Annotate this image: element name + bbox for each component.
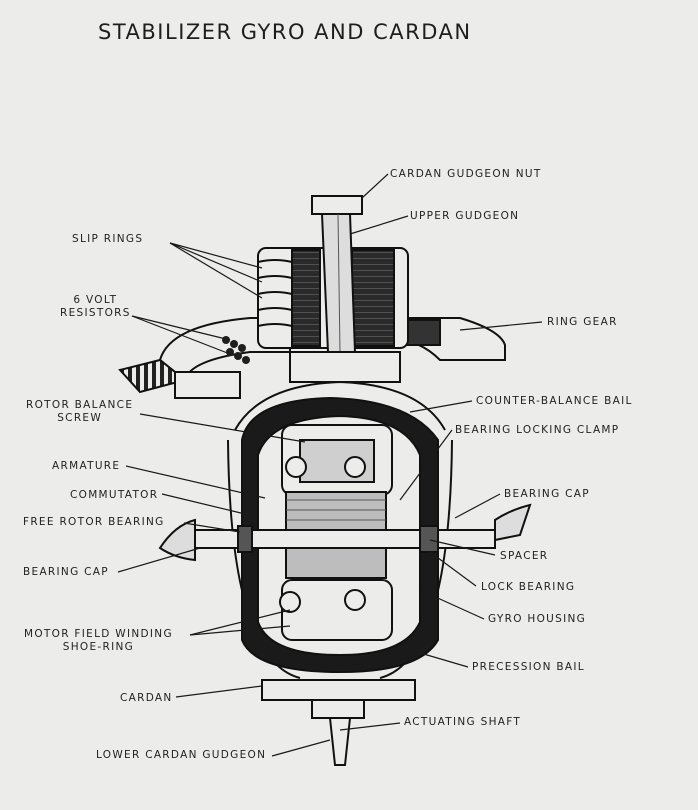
cardan-housing bbox=[227, 351, 453, 701]
slip-ring-assembly bbox=[257, 247, 409, 349]
label-ring-gear: RING GEAR bbox=[547, 316, 618, 328]
label-free-rotor-bearing: FREE ROTOR BEARING bbox=[23, 516, 165, 528]
label-rotor-balance-line2: SCREW bbox=[57, 412, 103, 424]
label-spacer: SPACER bbox=[500, 550, 549, 562]
label-precession-bail: PRECESSION BAIL bbox=[472, 661, 585, 673]
label-6-volt-resistors-line2: RESISTORS bbox=[60, 307, 131, 319]
label-armature: ARMATURE bbox=[52, 460, 121, 472]
label-6-volt-resistors: 6 VOLT RESISTORS bbox=[60, 294, 131, 320]
label-cardan: CARDAN bbox=[120, 692, 173, 704]
label-slip-rings: SLIP RINGS bbox=[72, 233, 144, 245]
actuating-shaft bbox=[311, 699, 365, 766]
label-gyro-housing: GYRO HOUSING bbox=[488, 613, 587, 625]
label-motor-field-line2: SHOE-RING bbox=[62, 641, 135, 653]
label-rotor-balance-screw: ROTOR BALANCE SCREW bbox=[26, 399, 133, 425]
label-commutator: COMMUTATOR bbox=[70, 489, 159, 501]
label-motor-field-winding: MOTOR FIELD WINDING SHOE-RING bbox=[24, 628, 173, 654]
label-bearing-cap-left: BEARING CAP bbox=[23, 566, 109, 578]
label-bearing-locking-clamp: BEARING LOCKING CLAMP bbox=[455, 424, 620, 436]
resistors bbox=[222, 336, 250, 364]
label-actuating-shaft: ACTUATING SHAFT bbox=[404, 716, 522, 728]
label-rotor-balance-line1: ROTOR BALANCE bbox=[26, 399, 134, 411]
label-6-volt-resistors-line1: 6 VOLT bbox=[73, 294, 118, 306]
label-counter-balance-bail: COUNTER-BALANCE BAIL bbox=[476, 395, 633, 407]
leader-lines bbox=[117, 173, 543, 757]
label-upper-gudgeon: UPPER GUDGEON bbox=[410, 210, 520, 222]
label-cardan-gudgeon-nut: CARDAN GUDGEON NUT bbox=[390, 168, 542, 180]
rotor bbox=[279, 424, 393, 641]
label-motor-field-line1: MOTOR FIELD WINDING bbox=[24, 628, 173, 640]
label-lower-cardan-gudgeon: LOWER CARDAN GUDGEON bbox=[96, 749, 267, 761]
label-bearing-cap-right: BEARING CAP bbox=[504, 488, 590, 500]
diagram-title: STABILIZER GYRO AND CARDAN bbox=[98, 20, 472, 44]
label-lock-bearing: LOCK BEARING bbox=[481, 581, 576, 593]
rotor-shaft bbox=[158, 503, 532, 562]
